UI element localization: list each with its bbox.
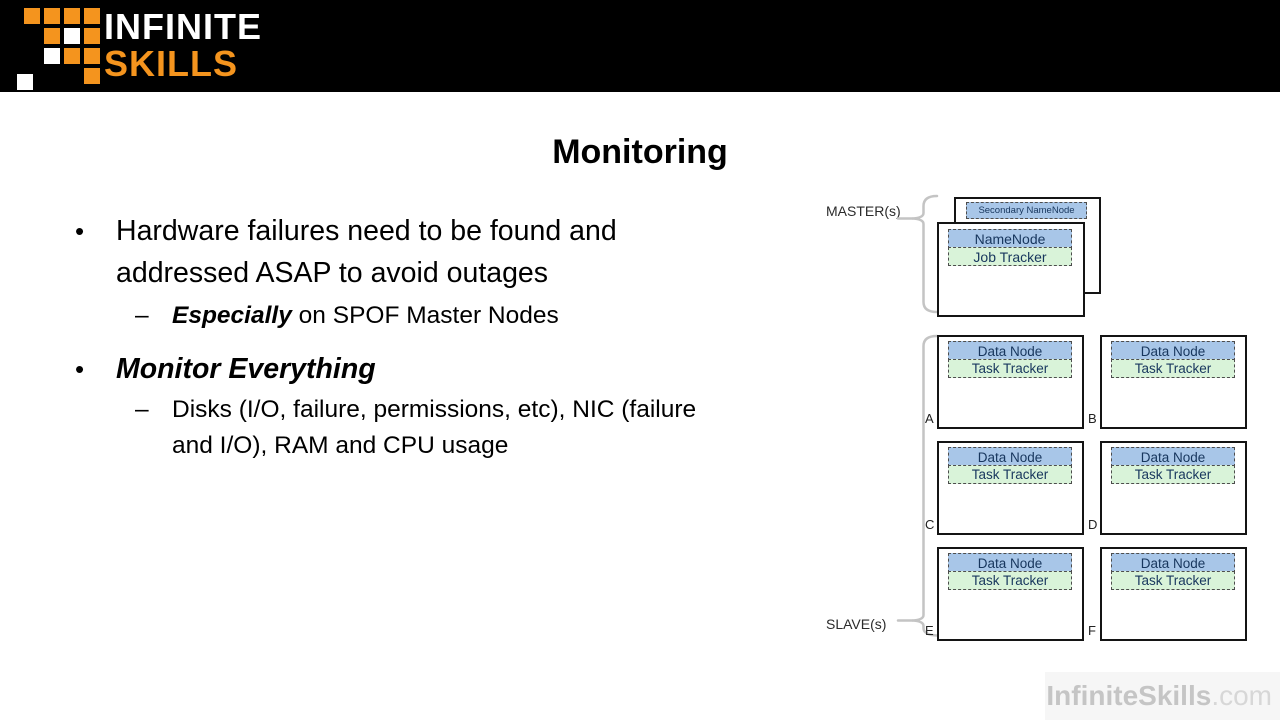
task-tracker-chip: Task Tracker (1111, 359, 1235, 378)
bullet-line2: addressed ASAP to avoid outages (116, 257, 549, 289)
infinite-skills-logo-icon (17, 8, 102, 90)
bullet-text: Hardware failures need to be found and a… (116, 210, 796, 294)
data-node-chip: Data Node (1111, 341, 1235, 361)
bullet-marker: • (75, 354, 85, 384)
cluster-diagram: MASTER(s) Secondary NameNode NameNode Jo… (815, 180, 1270, 650)
slave-letter-b: B (1088, 411, 1097, 426)
master-brace-icon (896, 194, 939, 314)
logo-wordmark: INFINITE SKILLS (104, 8, 262, 82)
task-tracker-chip: Task Tracker (1111, 571, 1235, 590)
subbullet-line2: and I/O), RAM and CPU usage (172, 431, 509, 459)
dash-marker: – (135, 396, 149, 423)
jobtracker-chip: Job Tracker (948, 247, 1072, 266)
subbullet-rest: on SPOF Master Nodes (291, 302, 559, 329)
task-tracker-chip: Task Tracker (948, 359, 1072, 378)
watermark-domain: .com (1211, 680, 1272, 711)
secondary-namenode-chip: Secondary NameNode (966, 202, 1087, 219)
subbullet-text: Especially on SPOF Master Nodes (172, 300, 559, 331)
watermark-brand: InfiniteSkills (1046, 680, 1212, 711)
subbullet-disks: – Disks (I/O, failure, permissions, etc)… (135, 392, 822, 463)
subbullet-spof: – Especially on SPOF Master Nodes (135, 300, 559, 331)
slave-letter-d: D (1088, 517, 1098, 532)
emphasis-especially: Especially (172, 302, 292, 329)
slave-box-c: C Data Node Task Tracker (925, 441, 1084, 535)
slave-letter-e: E (925, 623, 934, 638)
data-node-chip: Data Node (948, 341, 1072, 361)
master-label: MASTER(s) (826, 203, 901, 219)
data-node-chip: Data Node (1111, 447, 1235, 467)
brand-bar: INFINITE SKILLS (0, 0, 1280, 92)
subbullet-text: Disks (I/O, failure, permissions, etc), … (172, 392, 822, 463)
page-title: Monitoring (552, 133, 728, 171)
slave-box-a: A Data Node Task Tracker (925, 335, 1084, 429)
task-tracker-chip: Task Tracker (948, 465, 1072, 484)
logo-skills-text: SKILLS (104, 43, 239, 84)
slave-box-d: D Data Node Task Tracker (1088, 441, 1247, 535)
slave-box-f: F Data Node Task Tracker (1088, 547, 1247, 641)
slave-letter-c: C (925, 517, 935, 532)
bullet-hardware-failures: • Hardware failures need to be found and… (75, 210, 796, 294)
primary-master-box: NameNode Job Tracker (937, 222, 1085, 317)
slave-letter-f: F (1088, 623, 1096, 638)
data-node-chip: Data Node (1111, 553, 1235, 573)
slave-label: SLAVE(s) (826, 616, 887, 632)
slave-box-e: E Data Node Task Tracker (925, 547, 1084, 641)
task-tracker-chip: Task Tracker (1111, 465, 1235, 484)
bullet-marker: • (75, 216, 85, 246)
data-node-chip: Data Node (948, 447, 1072, 467)
bullet-monitor-everything: • Monitor Everything (75, 348, 376, 390)
slave-box-b: B Data Node Task Tracker (1088, 335, 1247, 429)
subbullet-line1: Disks (I/O, failure, permissions, etc), … (172, 396, 697, 423)
watermark: InfiniteSkills.com (1045, 672, 1280, 720)
slave-letter-a: A (925, 411, 934, 426)
data-node-chip: Data Node (948, 553, 1072, 573)
namenode-chip: NameNode (948, 229, 1072, 249)
bullet-text: Monitor Everything (116, 353, 376, 385)
bullet-line1: Hardware failures need to be found and (116, 215, 617, 247)
logo-infinite-text: INFINITE (104, 6, 262, 47)
slave-brace-icon (896, 334, 939, 637)
task-tracker-chip: Task Tracker (948, 571, 1072, 590)
dash-marker: – (135, 302, 149, 329)
